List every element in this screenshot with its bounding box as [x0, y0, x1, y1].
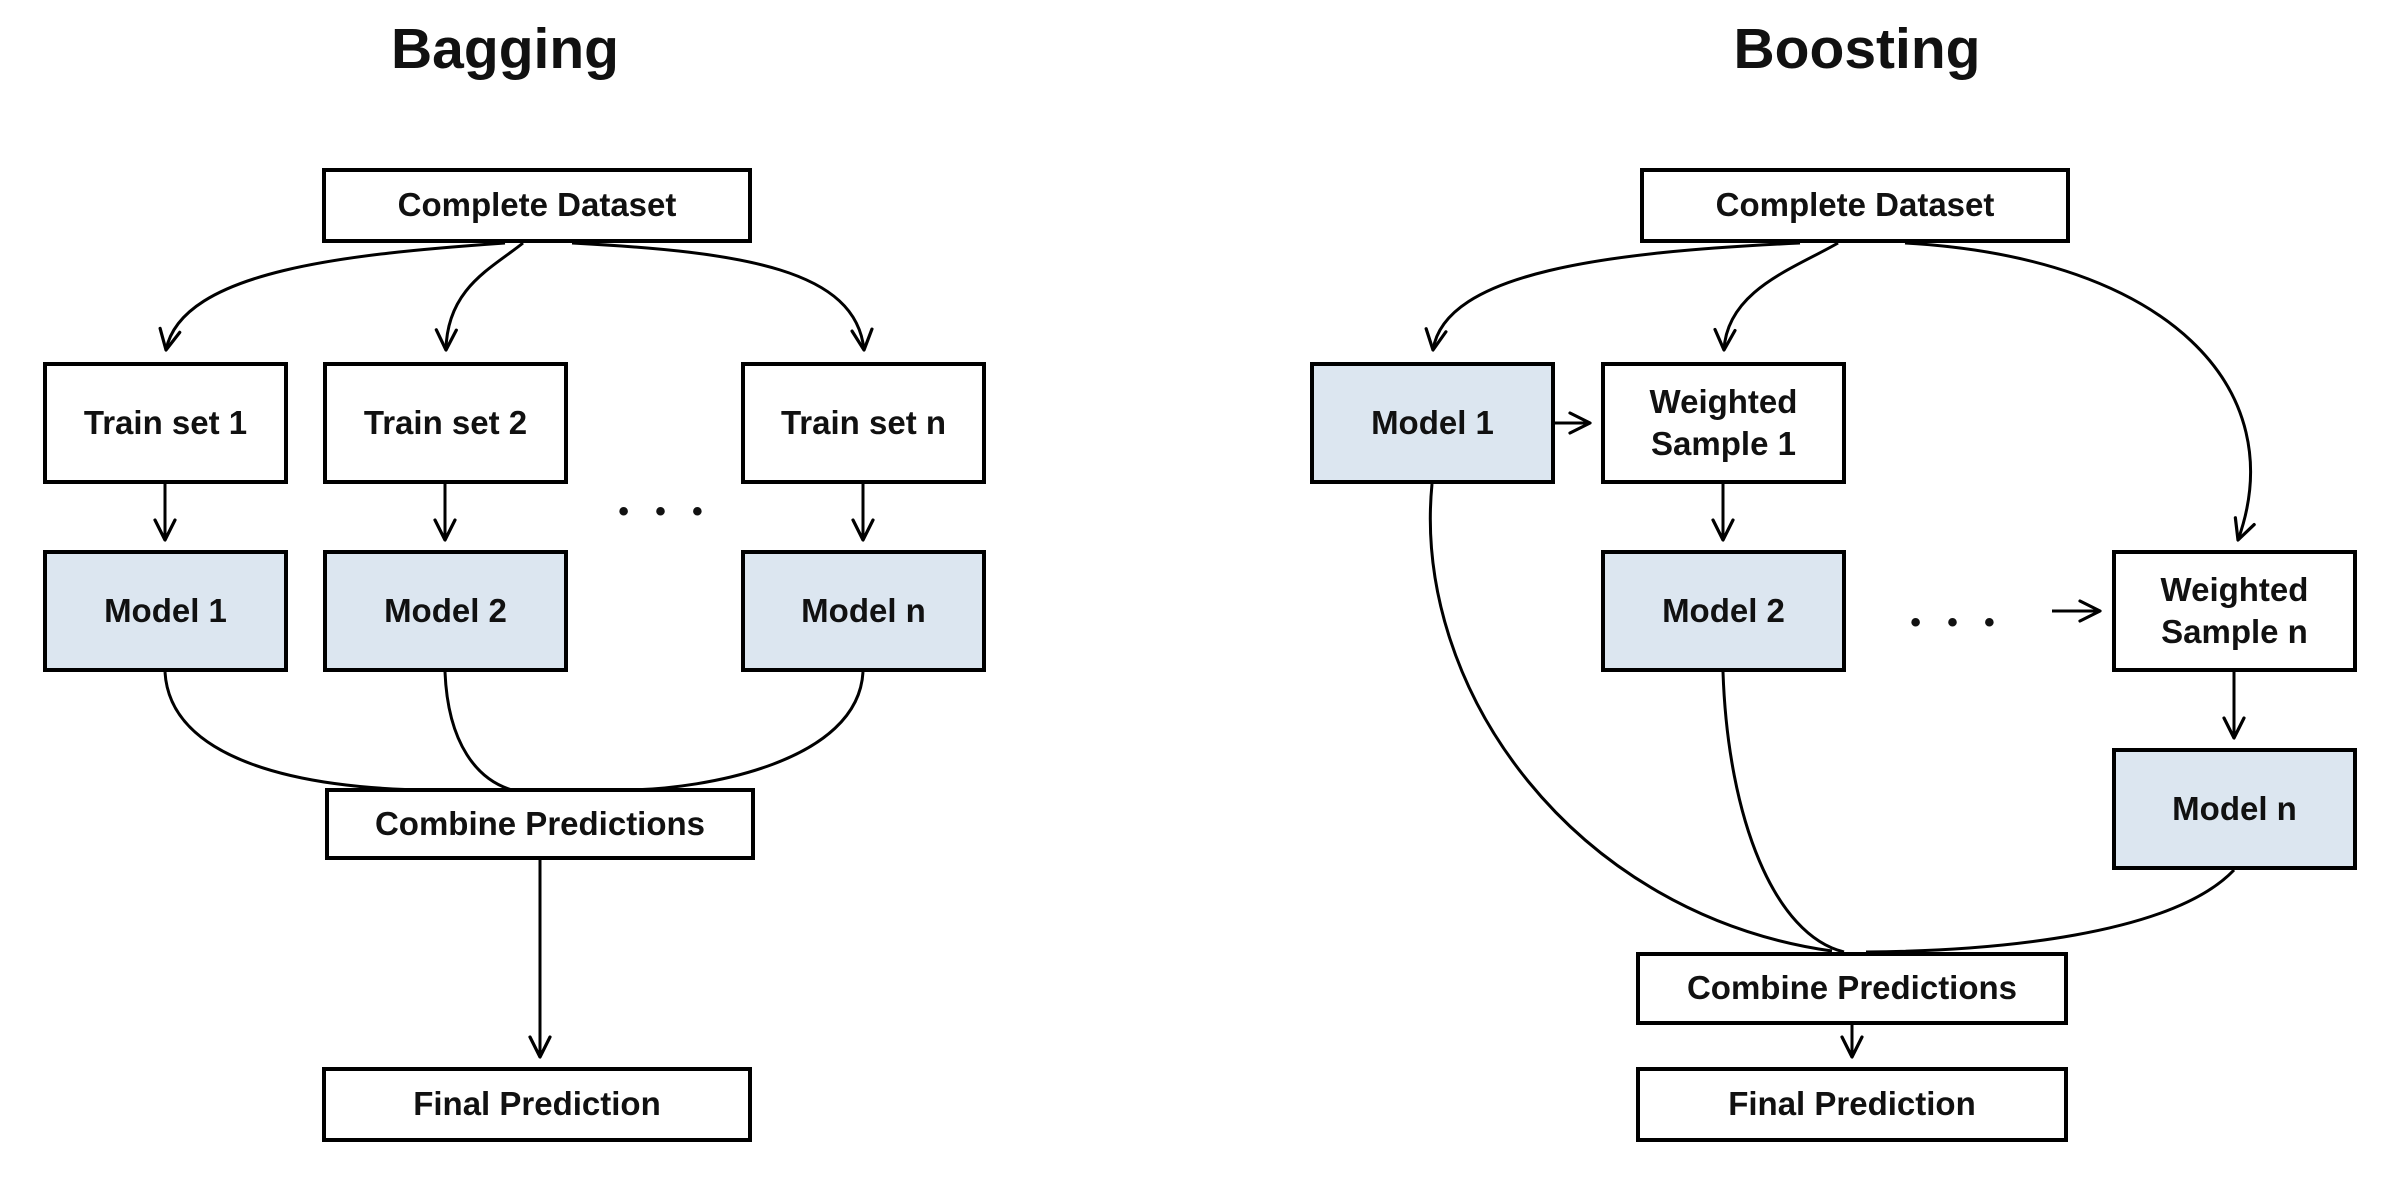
- node-boosting-model-2: Model 2: [1601, 550, 1846, 672]
- node-bagging-final-prediction: Final Prediction: [322, 1067, 752, 1142]
- node-bagging-train-set-n: Train set n: [741, 362, 986, 484]
- node-bagging-model-1: Model 1: [43, 550, 288, 672]
- node-boosting-weighted-sample-1: Weighted Sample 1: [1601, 362, 1846, 484]
- bagging-ellipsis: • • •: [618, 495, 712, 528]
- edge-boosting-dataset-to-wsample1: [1713, 241, 1839, 352]
- edge-bagging-modeln-to-combine: [627, 671, 865, 792]
- edge-boosting-model2-to-combine: [1721, 671, 1845, 954]
- boosting-ellipsis: • • •: [1910, 606, 2004, 639]
- node-boosting-final-prediction: Final Prediction: [1636, 1067, 2068, 1142]
- node-boosting-combine-predictions: Combine Predictions: [1636, 952, 2068, 1025]
- edge-bagging-dataset-to-trainset2: [434, 241, 524, 352]
- node-bagging-train-set-2: Train set 2: [323, 362, 568, 484]
- edge-boosting-model1-to-combine: [1428, 483, 1833, 953]
- node-boosting-weighted-sample-n: Weighted Sample n: [2112, 550, 2357, 672]
- edge-boosting-modeln-to-combine: [1865, 868, 2236, 954]
- edge-bagging-model1-to-combine: [163, 671, 431, 792]
- node-boosting-model-1: Model 1: [1310, 362, 1555, 484]
- node-bagging-complete-dataset: Complete Dataset: [322, 168, 752, 243]
- edge-boosting-dataset-to-wsamplen: [1904, 241, 2256, 542]
- edge-bagging-dataset-to-trainsetn: [571, 241, 874, 352]
- bagging-title: Bagging: [391, 17, 619, 81]
- edge-boosting-dataset-to-model1: [1424, 241, 1801, 352]
- node-boosting-complete-dataset: Complete Dataset: [1640, 168, 2070, 243]
- node-bagging-train-set-1: Train set 1: [43, 362, 288, 484]
- edge-bagging-dataset-to-trainset1: [158, 241, 506, 352]
- node-bagging-model-2: Model 2: [323, 550, 568, 672]
- boosting-title: Boosting: [1733, 17, 1981, 81]
- node-boosting-model-n: Model n: [2112, 748, 2357, 870]
- node-bagging-model-n: Model n: [741, 550, 986, 672]
- edge-bagging-model2-to-combine: [443, 671, 513, 792]
- node-bagging-combine-predictions: Combine Predictions: [325, 788, 755, 860]
